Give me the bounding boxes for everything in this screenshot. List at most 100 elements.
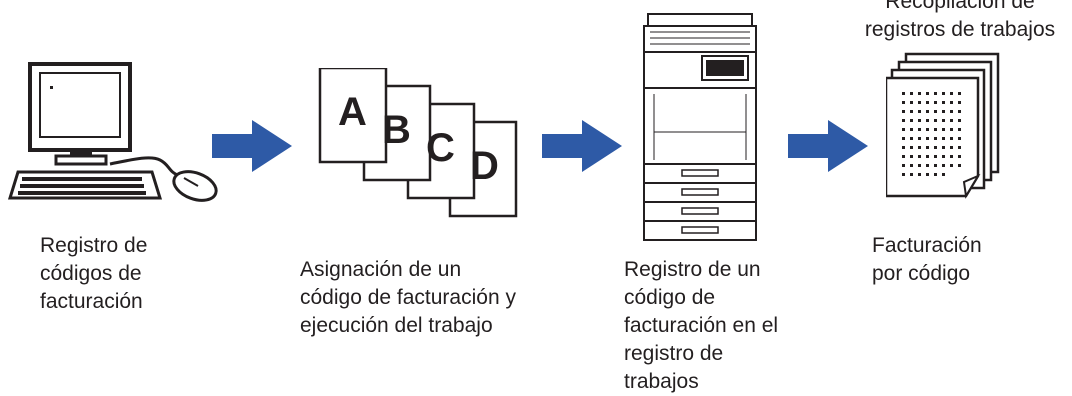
report-dot bbox=[910, 173, 913, 176]
step1-caption: Registro de códigos de facturación bbox=[40, 232, 147, 316]
report-dot bbox=[942, 164, 945, 167]
report-dot bbox=[910, 155, 913, 158]
report-dot bbox=[958, 137, 961, 140]
report-dot bbox=[902, 137, 905, 140]
computer-icon bbox=[7, 62, 218, 202]
report-dot bbox=[926, 164, 929, 167]
step2-caption: Asignación de un código de facturación y… bbox=[300, 256, 516, 340]
caption-line: Registro de un bbox=[624, 258, 761, 281]
caption-line: facturación bbox=[40, 290, 143, 313]
caption-line: ejecución del trabajo bbox=[300, 314, 493, 337]
reports-icon bbox=[886, 52, 1000, 199]
report-dot bbox=[934, 155, 937, 158]
report-dot bbox=[934, 101, 937, 104]
report-dot bbox=[910, 137, 913, 140]
caption-line: Asignación de un bbox=[300, 258, 462, 281]
report-dot bbox=[950, 137, 953, 140]
documents-icon: A B C D bbox=[318, 66, 528, 218]
report-dot bbox=[926, 137, 929, 140]
report-dot bbox=[902, 119, 905, 122]
report-dot bbox=[958, 110, 961, 113]
report-dot bbox=[902, 146, 905, 149]
caption-line: Facturación bbox=[872, 234, 982, 257]
report-dot bbox=[934, 137, 937, 140]
document-letter-d: D bbox=[470, 144, 499, 188]
report-dot bbox=[902, 155, 905, 158]
report-dot bbox=[958, 155, 961, 158]
caption-line: por código bbox=[872, 262, 971, 285]
report-dot bbox=[934, 173, 937, 176]
report-dot bbox=[926, 101, 929, 104]
report-dot bbox=[934, 119, 937, 122]
report-dot bbox=[958, 128, 961, 131]
report-dot bbox=[926, 119, 929, 122]
report-dot bbox=[958, 119, 961, 122]
report-dot bbox=[958, 101, 961, 104]
report-dot bbox=[926, 92, 929, 95]
report-dot bbox=[942, 146, 945, 149]
report-dot bbox=[918, 92, 921, 95]
top-label-line: registros de trabajos bbox=[864, 18, 1056, 41]
report-dot bbox=[942, 155, 945, 158]
report-dot bbox=[942, 92, 945, 95]
report-dot bbox=[942, 101, 945, 104]
step3-caption: Registro de un código de facturación en … bbox=[624, 256, 778, 396]
report-dot bbox=[902, 128, 905, 131]
report-dot bbox=[942, 173, 945, 176]
report-dot bbox=[942, 110, 945, 113]
report-dot bbox=[918, 146, 921, 149]
report-dot bbox=[950, 119, 953, 122]
report-dot bbox=[902, 92, 905, 95]
report-dot bbox=[950, 101, 953, 104]
report-dot bbox=[910, 110, 913, 113]
arrow-right-icon bbox=[788, 120, 868, 172]
report-dot bbox=[934, 110, 937, 113]
document-letter-a: A bbox=[338, 90, 367, 134]
top-label-line: Recopilación de bbox=[885, 0, 1035, 13]
report-dot bbox=[902, 101, 905, 104]
report-dot bbox=[958, 146, 961, 149]
report-dot bbox=[902, 173, 905, 176]
report-dot bbox=[918, 110, 921, 113]
report-dot bbox=[918, 128, 921, 131]
report-dot bbox=[926, 146, 929, 149]
documents-stack bbox=[318, 66, 518, 218]
report-dot bbox=[902, 164, 905, 167]
report-dot bbox=[910, 92, 913, 95]
arrow-right-icon bbox=[542, 120, 622, 172]
report-dot bbox=[958, 164, 961, 167]
report-dot bbox=[950, 146, 953, 149]
caption-line: código de facturación y bbox=[300, 286, 516, 309]
report-dot bbox=[918, 101, 921, 104]
report-dot bbox=[926, 128, 929, 131]
report-dot bbox=[926, 173, 929, 176]
report-dot bbox=[918, 119, 921, 122]
report-dot bbox=[942, 137, 945, 140]
report-dot bbox=[950, 92, 953, 95]
printer-icon bbox=[643, 13, 757, 241]
caption-line: Registro de bbox=[40, 234, 148, 257]
document-letter-b: B bbox=[382, 108, 411, 152]
report-dot bbox=[950, 110, 953, 113]
report-dot bbox=[910, 164, 913, 167]
report-dot bbox=[918, 164, 921, 167]
report-dot bbox=[926, 110, 929, 113]
document-letter-c: C bbox=[426, 126, 455, 170]
report-dot bbox=[934, 146, 937, 149]
caption-line: facturación en el bbox=[624, 314, 779, 337]
report-dot bbox=[958, 92, 961, 95]
report-dot bbox=[910, 101, 913, 104]
report-dot bbox=[934, 164, 937, 167]
report-dot bbox=[934, 128, 937, 131]
job-log-collection-label: Recopilación de registros de trabajos bbox=[848, 0, 1072, 44]
report-dot bbox=[910, 128, 913, 131]
report-dot bbox=[950, 155, 953, 158]
arrow-right-icon bbox=[212, 120, 292, 172]
report-dot bbox=[934, 92, 937, 95]
report-dot bbox=[918, 173, 921, 176]
report-dot bbox=[926, 155, 929, 158]
report-dot bbox=[950, 164, 953, 167]
report-dot bbox=[918, 137, 921, 140]
report-dot bbox=[902, 110, 905, 113]
